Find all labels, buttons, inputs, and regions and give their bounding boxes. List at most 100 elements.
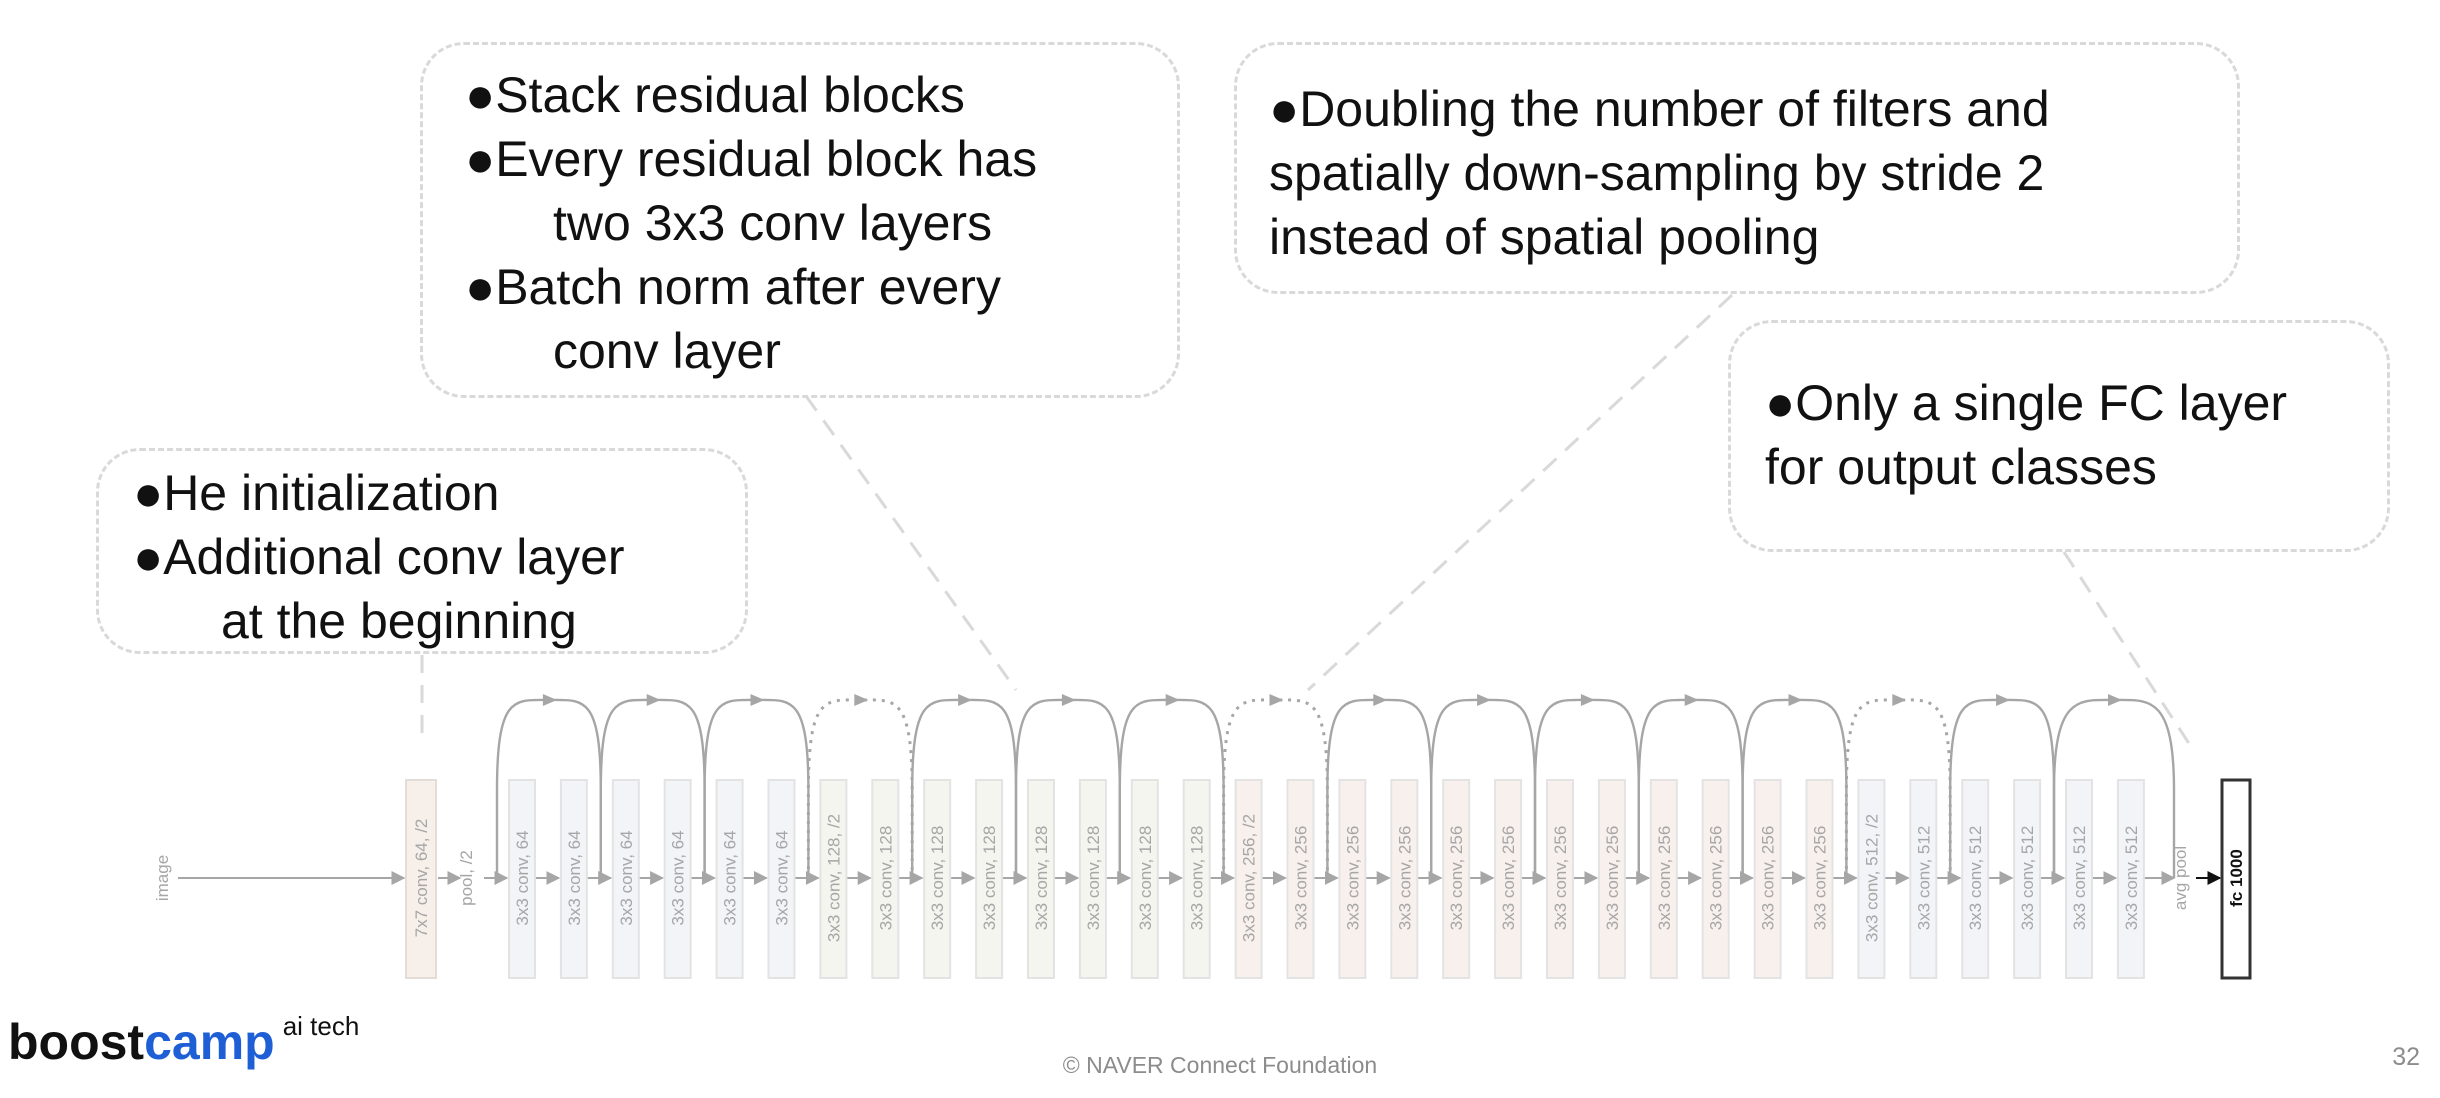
conv-layer-box [611,779,640,979]
conv-layer-box [1234,779,1263,979]
conv-layer-box [975,779,1004,979]
callout-connector [1306,293,1734,692]
conv-layer-label: 3x3 conv, 128 [1032,826,1051,931]
callout-line: ●He initialization [133,465,500,521]
conv-layer-box [923,779,952,979]
logo-suffix: ai tech [282,1011,360,1041]
callout-line: conv layer [553,323,781,379]
shortcut-arrowhead [854,694,869,706]
shortcut-arrowhead [1996,694,2011,706]
conv-layer-box [1909,779,1938,979]
conv-layer-label: 3x3 conv, 512 [2122,826,2141,931]
conv-layer-box [1494,779,1523,979]
conv-layer-box [1130,779,1159,979]
conv-layer-label: 3x3 conv, 64 [773,830,792,925]
conv-layer-label: 3x3 conv, 128 [1084,826,1103,931]
image-input-label: image [153,855,172,901]
conv-layer-label: 3x3 conv, 256 [1292,826,1311,931]
shortcut-arrowhead [1580,694,1595,706]
shortcut-arrowhead [1477,694,1492,706]
projection-shortcut [1844,698,1952,878]
conv-layer-label: 3x3 conv, 256 [1343,826,1362,931]
conv-layer-label: 3x3 conv, 256 [1811,826,1830,931]
callout-residual-blocks: ●Stack residual blocks ●Every residual b… [420,42,1180,398]
callout-connectors [420,293,2192,746]
conv-layer-box [508,779,536,979]
avg-pool-label: avg pool [2171,846,2190,910]
copyright-footer: © NAVER Connect Foundation [1062,1052,1378,1078]
conv-layer-box [871,779,900,979]
conv7x7-layer-label: 7x7 conv, 64, /2 [412,819,431,938]
conv-layer-box [1390,779,1419,979]
shortcut-arrowhead [1892,694,1907,706]
shortcut-arrowhead [646,694,661,706]
conv-layer-label: 3x3 conv, 256 [1707,826,1726,931]
conv-layer-label: 3x3 conv, 64 [721,830,740,925]
conv-layer-box [559,779,588,979]
callout-line: instead of spatial pooling [1269,209,1820,265]
residual-shortcuts [495,694,2176,878]
conv-layer-box [663,779,692,979]
callout-line: ●Every residual block has [465,131,1038,187]
conv-layer-label: 3x3 conv, 128 [1188,826,1207,931]
conv-layer-label: 3x3 conv, 128 [980,826,999,931]
shortcut-arrowhead [1788,694,1803,706]
callout-single-fc: ●Only a single FC layer for output class… [1728,320,2390,552]
conv-layer-label: 3x3 conv, 256 [1499,826,1518,931]
callout-line: ●Doubling the number of filters and [1269,81,2050,137]
callout-he-initialization: ●He initialization ●Additional conv laye… [96,448,748,654]
callout-line: ●Batch norm after every [465,259,1001,315]
conv-layer-label: 3x3 conv, 256, /2 [1240,814,1259,942]
projection-shortcut [1222,698,1329,878]
callout-line: ●Only a single FC layer [1765,375,2288,431]
shortcut-arrowhead [1373,694,1388,706]
shortcut-arrowhead [958,694,973,706]
conv-layer-box [1857,779,1886,979]
logo-camp: camp [144,1014,275,1070]
callout-connector [804,395,1018,691]
conv-layer-label: 3x3 conv, 256 [1759,826,1778,931]
conv-layer-box [1078,779,1107,979]
shortcut-arrowhead [750,694,765,706]
conv-layer-label: 3x3 conv, 64 [513,830,532,925]
conv-layer-box [1442,779,1471,979]
page-number: 32 [2392,1043,2420,1071]
conv-layer-label: 3x3 conv, 512 [1966,826,1985,931]
callout-line: ●Additional conv layer [133,529,625,585]
conv-layer-label: 3x3 conv, 512 [2018,826,2037,931]
pool-label: pool, /2 [457,850,476,906]
shortcut-arrowhead [542,694,557,706]
conv-layer-label: 3x3 conv, 256 [1447,826,1466,931]
shortcut-arrowhead [1684,694,1699,706]
conv-layer-box [1649,779,1678,979]
conv-layer-box [1286,779,1315,979]
conv-layer-label: 3x3 conv, 128, /2 [824,814,843,942]
conv-layer-label: 3x3 conv, 128 [1136,826,1155,931]
conv-layer-label: 3x3 conv, 256 [1655,826,1674,931]
shortcut-arrowhead [1269,694,1284,706]
conv-layer-box [1701,779,1730,979]
callout-line: two 3x3 conv layers [553,195,993,251]
conv-layer-box [1546,779,1574,979]
conv-layer-label: 3x3 conv, 64 [669,830,688,925]
fc-layer-box [2220,778,2252,980]
conv-layer-box [819,779,848,979]
conv-layer-label: 3x3 conv, 512 [1914,826,1933,931]
conv-layer-label: 3x3 conv, 128 [876,826,895,931]
conv-layer-box [2065,779,2093,979]
projection-shortcut [806,698,914,878]
conv-layer-box [2116,779,2145,979]
conv-layer-label: 3x3 conv, 256 [1551,826,1570,931]
callout-filter-doubling: ●Doubling the number of filters and spat… [1234,42,2240,294]
conv-layer-box [1027,779,1055,979]
callout-line: spatially down-sampling by stride 2 [1269,145,2045,201]
conv-layer-box [1338,779,1367,979]
shortcut-arrowhead [1165,694,1180,706]
conv-layer-label: 3x3 conv, 64 [565,830,584,925]
conv-layer-box [1961,779,1990,979]
conv-layer-label: 3x3 conv, 256 [1603,826,1622,931]
conv7x7-layer-box [405,779,437,979]
